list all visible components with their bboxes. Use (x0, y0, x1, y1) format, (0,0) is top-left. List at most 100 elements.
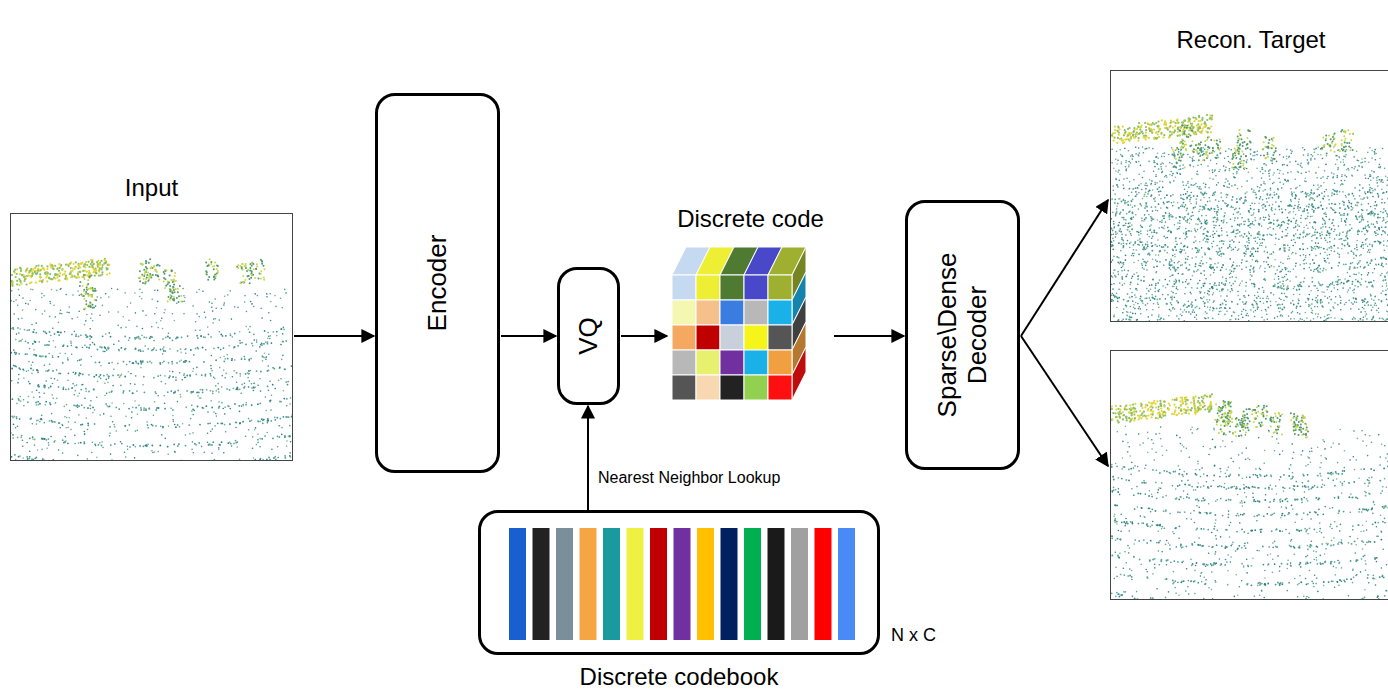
point (1238, 435, 1240, 437)
point (1249, 408, 1251, 410)
point (1122, 418, 1124, 420)
point (1308, 597, 1310, 599)
point (1305, 486, 1307, 488)
point (1350, 512, 1352, 514)
point (1309, 570, 1311, 572)
point (1358, 524, 1360, 526)
point (1317, 563, 1319, 565)
point (1133, 543, 1135, 545)
point (1130, 521, 1132, 523)
point (1230, 556, 1232, 558)
point (1245, 486, 1247, 488)
point (24, 329, 26, 331)
point (1294, 426, 1296, 428)
point (1338, 473, 1340, 475)
point (1244, 419, 1246, 421)
point (1261, 583, 1263, 585)
point (1200, 476, 1202, 478)
point (1132, 411, 1134, 413)
point (1209, 448, 1211, 450)
point (89, 335, 91, 337)
point (1131, 418, 1133, 420)
point (1191, 518, 1193, 520)
point (1178, 465, 1180, 467)
point (1311, 451, 1313, 453)
point (1173, 533, 1175, 535)
point (1246, 417, 1248, 419)
point (1296, 529, 1298, 531)
point (75, 335, 77, 337)
point (1349, 459, 1351, 461)
point (1226, 413, 1228, 415)
point (1218, 432, 1220, 434)
point (1264, 583, 1266, 585)
point (1180, 397, 1182, 399)
point (1133, 494, 1135, 496)
point (1212, 598, 1214, 600)
point (1139, 559, 1141, 561)
point (1319, 528, 1321, 530)
point (1363, 468, 1365, 470)
point (1133, 556, 1135, 558)
point (67, 345, 69, 347)
point (1319, 562, 1321, 564)
point (1301, 518, 1303, 520)
point (1317, 446, 1319, 448)
point (1207, 564, 1209, 566)
point (1266, 475, 1268, 477)
point (1386, 564, 1388, 566)
point (1158, 487, 1160, 489)
point (1120, 539, 1122, 541)
point (1309, 527, 1311, 529)
point (49, 331, 51, 333)
point (1163, 400, 1165, 402)
point (1112, 491, 1114, 493)
point (1213, 475, 1215, 477)
point (1159, 400, 1161, 402)
point (1118, 530, 1120, 532)
point (121, 347, 123, 349)
point (1302, 417, 1304, 419)
point (1261, 409, 1263, 411)
point (1150, 540, 1152, 542)
point (1118, 421, 1120, 423)
point (1364, 491, 1366, 493)
point (1300, 529, 1302, 531)
point (1277, 582, 1279, 584)
point (1220, 471, 1222, 473)
point (1383, 468, 1385, 470)
point (1161, 528, 1163, 530)
point (1246, 408, 1248, 410)
point (1279, 530, 1281, 532)
point (1243, 424, 1245, 426)
point (1324, 485, 1326, 487)
point (1320, 563, 1322, 565)
point (1294, 499, 1296, 501)
point (1280, 517, 1282, 519)
point (1130, 474, 1132, 476)
point (1310, 562, 1312, 564)
point (1227, 570, 1229, 572)
point (1180, 496, 1182, 498)
point (149, 361, 151, 363)
point (1382, 574, 1384, 576)
point (1378, 598, 1380, 600)
point (1152, 597, 1154, 599)
point (1134, 539, 1136, 541)
point (1151, 448, 1153, 450)
point (1154, 567, 1156, 569)
point (1290, 562, 1292, 564)
point (1212, 439, 1214, 441)
point (100, 374, 102, 376)
point (1387, 466, 1388, 468)
point (1240, 424, 1242, 426)
point (1288, 533, 1290, 535)
point (1140, 515, 1142, 517)
point (1163, 411, 1165, 413)
point (1126, 521, 1128, 523)
point (1123, 591, 1125, 593)
point (88, 374, 90, 376)
point (1305, 563, 1307, 565)
point (1288, 475, 1290, 477)
point (1147, 451, 1149, 453)
